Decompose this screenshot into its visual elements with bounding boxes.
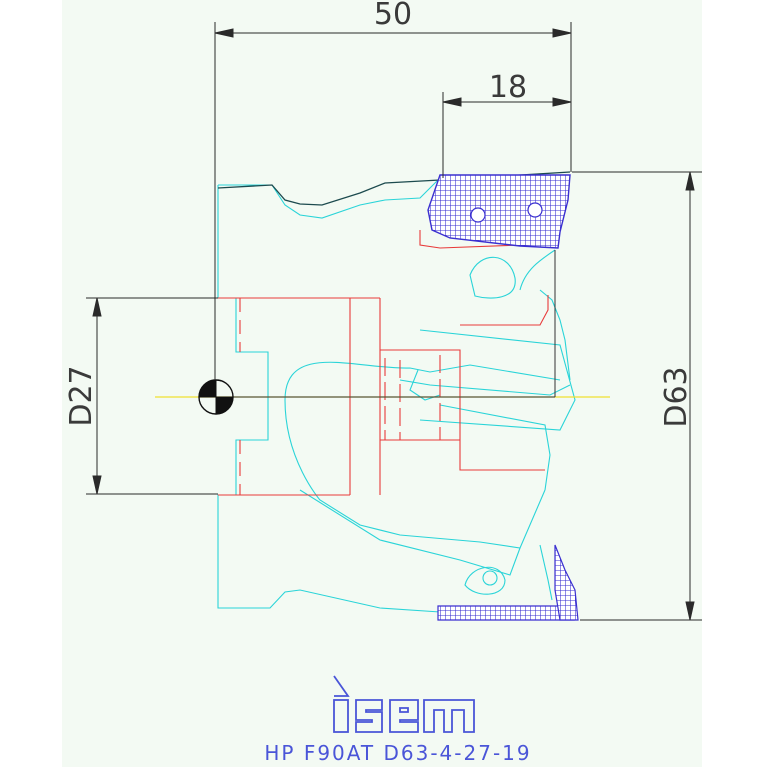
product-code-caption: HP F90AT D63-4-27-19 [264, 741, 531, 765]
insert-screw-hole-left [470, 207, 486, 223]
iscar-logo [333, 675, 475, 733]
dimension-insert-offset-label: 18 [489, 70, 527, 105]
datum-symbol [198, 379, 234, 415]
insert-bottom-edge [437, 605, 575, 621]
insert-screw-hole-right [527, 202, 543, 218]
insert-bottom-corner [554, 544, 579, 621]
insert-top [427, 174, 571, 249]
dimension-overall-length [214, 22, 572, 380]
dimension-cutter-diameter-label: D63 [659, 366, 694, 427]
dimension-insert-offset [442, 92, 572, 178]
body-profile [217, 171, 571, 206]
drawing-sheet [62, 0, 702, 767]
dimension-bore-diameter-label: D27 [64, 365, 99, 426]
dimension-bore-diameter [86, 297, 218, 495]
dimension-overall-length-label: 50 [374, 0, 412, 32]
dimension-cutter-diameter [572, 171, 702, 621]
